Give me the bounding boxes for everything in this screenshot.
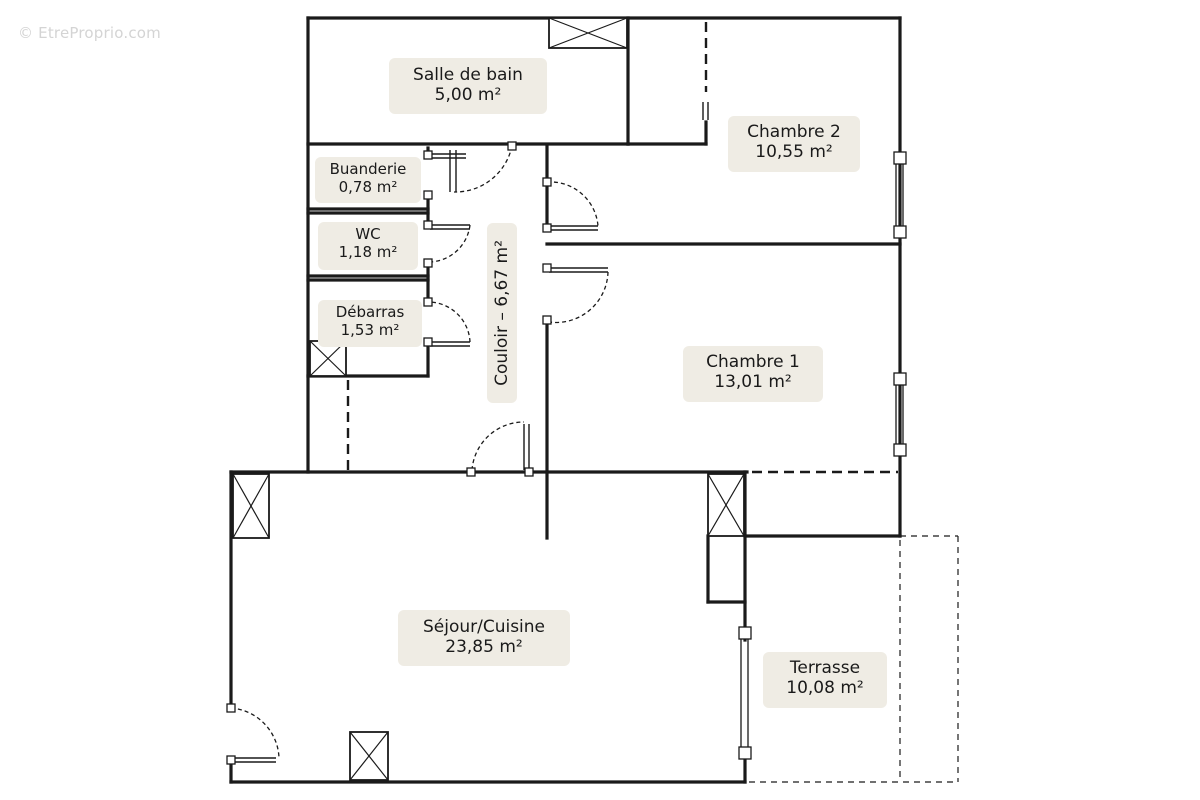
room-label-terrasse: Terrasse 10,08 m²	[763, 652, 887, 708]
windows	[738, 151, 907, 760]
room-label-debarras: Débarras 1,53 m²	[318, 300, 422, 347]
room-name: Buanderie	[329, 160, 407, 178]
room-area: 23,85 m²	[445, 637, 523, 657]
room-area: 10,55 m²	[755, 142, 833, 162]
duct-kitchen	[707, 473, 745, 537]
room-area: 0,78 m²	[338, 178, 398, 196]
room-label-chambre-2: Chambre 2 10,55 m²	[728, 116, 860, 172]
room-name: Salle de bain	[413, 65, 523, 85]
room-label-buanderie: Buanderie 0,78 m²	[315, 157, 421, 203]
room-name: Débarras	[335, 303, 405, 321]
room-area: 13,01 m²	[714, 372, 792, 392]
terrasse-outline	[749, 535, 959, 783]
room-name-area: Couloir – 6,67 m²	[492, 240, 512, 386]
room-label-sejour-cuisine: Séjour/Cuisine 23,85 m²	[398, 610, 570, 666]
room-label-salle-de-bain: Salle de bain 5,00 m²	[389, 58, 547, 114]
room-area: 1,53 m²	[340, 321, 400, 339]
room-area: 1,18 m²	[338, 243, 398, 261]
watermark: © EtreProprio.com	[18, 24, 161, 42]
duct-sejour-bottom	[349, 731, 389, 781]
room-name: WC	[355, 225, 381, 243]
room-name: Chambre 2	[747, 122, 841, 142]
room-area: 10,08 m²	[786, 678, 864, 698]
room-name: Terrasse	[789, 658, 861, 678]
duct-sejour-left	[232, 473, 270, 539]
ducts	[232, 17, 745, 781]
room-name: Séjour/Cuisine	[422, 617, 546, 637]
room-area: 5,00 m²	[434, 85, 502, 105]
room-label-wc: WC 1,18 m²	[318, 222, 418, 270]
room-name: Chambre 1	[706, 352, 800, 372]
room-label-couloir: Couloir – 6,67 m²	[487, 223, 517, 403]
duct-salle-de-bain	[548, 17, 628, 49]
room-label-chambre-1: Chambre 1 13,01 m²	[683, 346, 823, 402]
door-arcs	[226, 141, 609, 765]
